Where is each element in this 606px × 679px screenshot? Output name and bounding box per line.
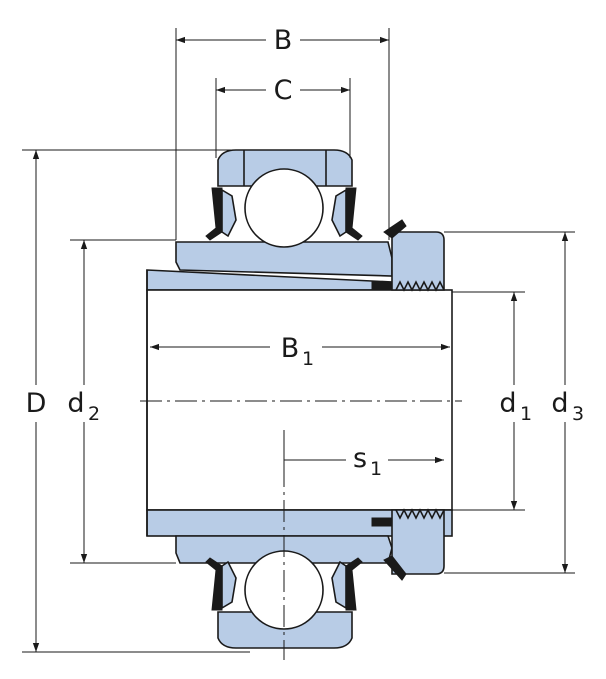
lock-nut-lower: [371, 508, 445, 581]
adapter-sleeve: [146, 269, 453, 537]
label-d1-sub: 1: [520, 403, 532, 425]
label-s1: s 1: [353, 443, 382, 480]
label-D: D: [26, 388, 47, 419]
label-d2: d 2: [67, 388, 100, 425]
label-d2-sub: 2: [88, 403, 100, 425]
outer-ring-upper: [217, 149, 353, 187]
seal-upper-right: [331, 187, 363, 241]
seal-lower-left: [205, 557, 237, 611]
label-B: B: [274, 25, 293, 56]
label-s1-sub: 1: [370, 458, 382, 480]
label-C: C: [274, 75, 293, 106]
seal-lower-right: [331, 557, 363, 611]
label-B1-main: B: [281, 333, 300, 364]
label-B1-sub: 1: [302, 348, 314, 370]
label-B1: B 1: [281, 333, 314, 370]
label-d1-main: d: [499, 388, 516, 419]
seal-upper-left: [205, 187, 237, 241]
label-d2-main: d: [67, 388, 84, 419]
outer-ring-lower: [217, 611, 353, 649]
dimension-lines: [32, 36, 569, 652]
label-d3-sub: 3: [572, 403, 584, 425]
label-d3: d 3: [551, 388, 584, 425]
label-d1: d 1: [499, 388, 532, 425]
label-s1-main: s: [353, 443, 367, 474]
ball-upper: [244, 168, 324, 248]
extension-lines: [22, 28, 575, 653]
label-d3-main: d: [551, 388, 568, 419]
